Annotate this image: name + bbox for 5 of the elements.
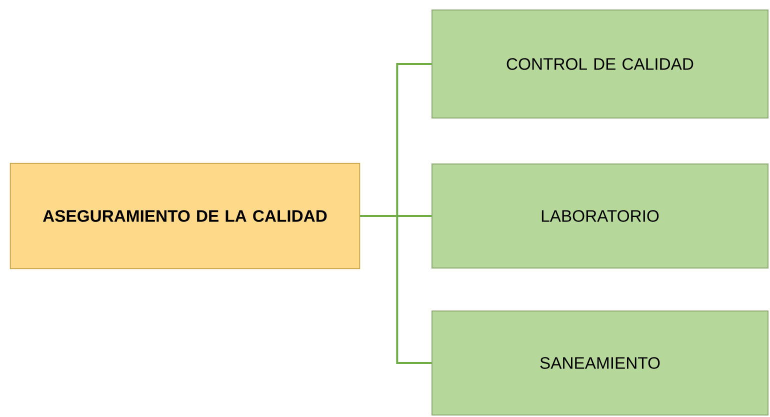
connector-line [360,215,432,364]
branch-box: LABORATORIO [432,164,768,268]
branch-box: SANEAMIENTO [432,310,768,416]
root-box: ASEGURAMIENTO DE LA CALIDAD [10,162,360,270]
branch-box: CONTROL DE CALIDAD [432,10,768,118]
